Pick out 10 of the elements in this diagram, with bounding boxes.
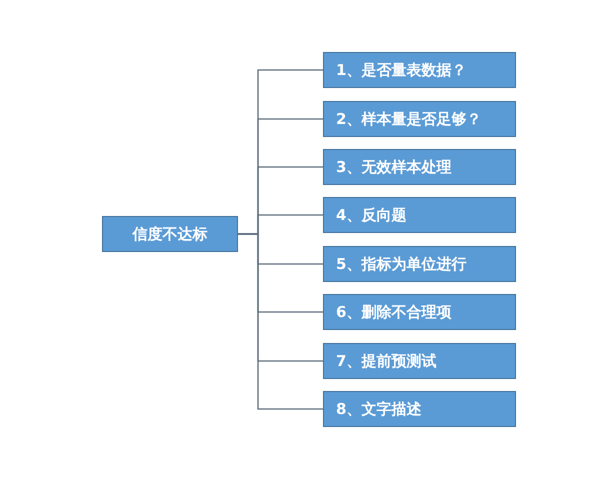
item-box: 7、提前预测试 bbox=[323, 343, 516, 379]
item-box: 4、反向题 bbox=[323, 197, 516, 233]
item-box: 2、样本量是否足够？ bbox=[323, 101, 516, 137]
root-box: 信度不达标 bbox=[102, 216, 238, 252]
item-box: 6、删除不合理项 bbox=[323, 294, 516, 330]
item-box: 8、文字描述 bbox=[323, 391, 516, 427]
item-box: 3、无效样本处理 bbox=[323, 149, 516, 185]
item-box: 5、指标为单位进行 bbox=[323, 246, 516, 282]
connector-line bbox=[238, 233, 323, 410]
item-box: 1、是否量表数据？ bbox=[323, 52, 516, 88]
